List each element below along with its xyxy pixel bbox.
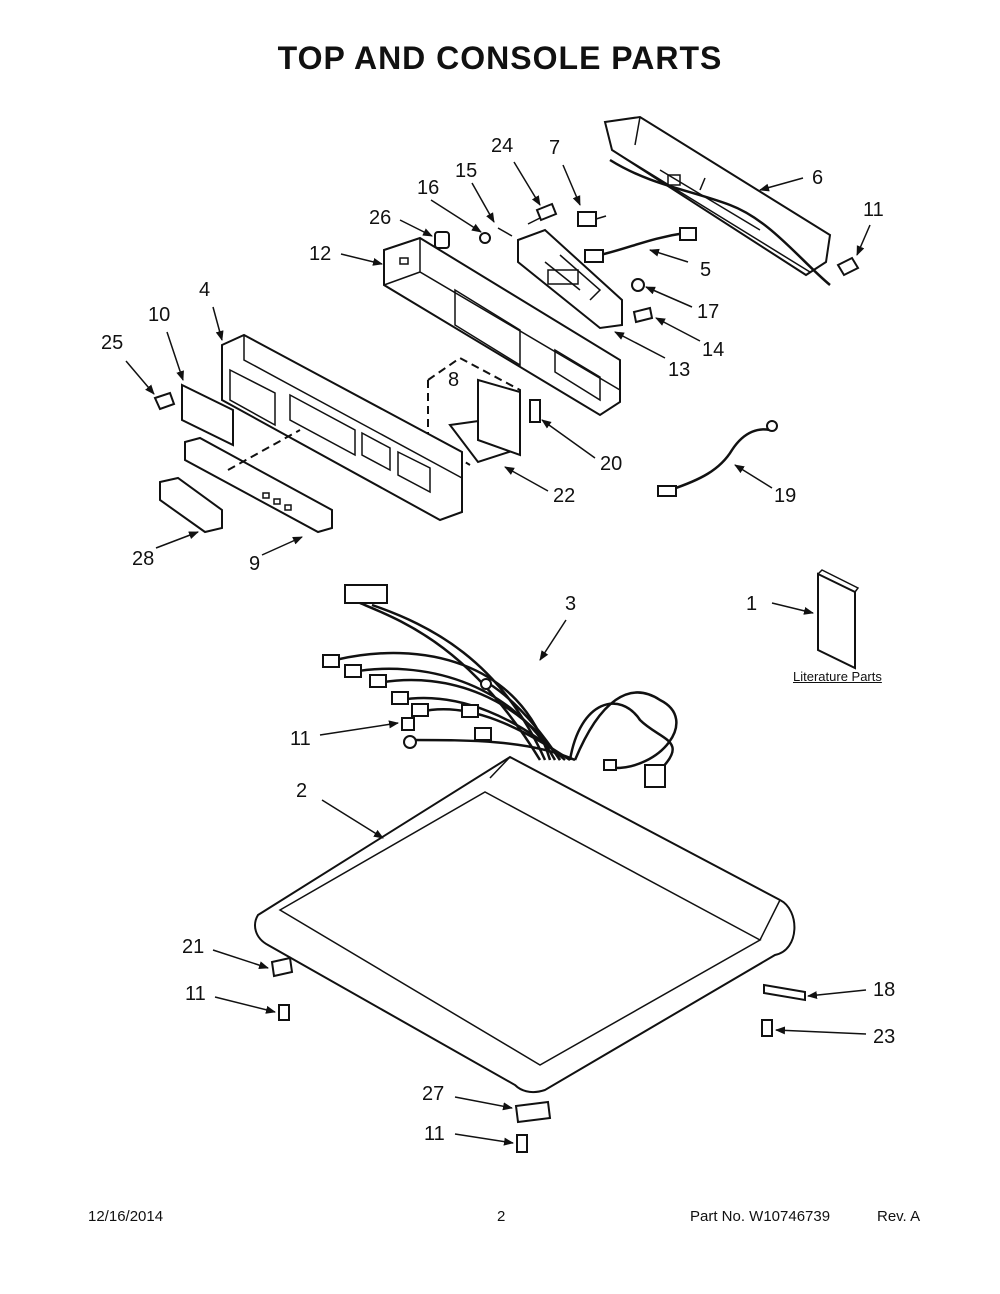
part-21-clip [529, 399, 541, 423]
leader-lines [125, 161, 871, 1146]
callout-20: 19 [774, 485, 796, 507]
callout-21: 20 [600, 453, 622, 475]
part-3-wire-harness [322, 584, 678, 788]
part-16-washer [479, 232, 491, 244]
part-7-connector [577, 211, 607, 227]
callout-14: 14 [702, 339, 724, 361]
callout-18: 18 [873, 979, 895, 1001]
callout-24: 27 [422, 1083, 444, 1105]
callout-7: 7 [549, 137, 560, 159]
part-12-console-housing [383, 236, 621, 417]
callout-12: 12 [309, 243, 331, 265]
part-5-harness [584, 227, 697, 263]
callout-6: 6 [812, 167, 823, 189]
part-14-screw [632, 306, 654, 324]
callout-11-bottom: 11 [424, 1123, 445, 1145]
callout-17: 17 [697, 301, 719, 323]
footer-date: 12/16/2014 [88, 1208, 164, 1225]
part-4-console-panel [221, 333, 463, 522]
part-24-bracket [514, 1100, 552, 1124]
footer-revision: Rev. A [877, 1208, 921, 1225]
callout-28: 28 [132, 548, 154, 570]
footer-page-number: 2 [497, 1208, 506, 1225]
part-11-screw-b [401, 717, 415, 731]
page-title: TOP AND CONSOLE PARTS [277, 40, 723, 76]
part-11-screw-d [516, 1134, 528, 1153]
part-11-screw-a [836, 256, 860, 277]
callout-16: 16 [417, 177, 439, 199]
callout-11-top: 11 [863, 199, 884, 221]
callout-9: 9 [249, 553, 260, 575]
part-1-literature [817, 569, 860, 670]
callout-4: 4 [199, 279, 210, 301]
callout-2: 2 [296, 780, 307, 802]
callout-15: 15 [455, 160, 477, 182]
part-11-screw-c [278, 1004, 290, 1021]
part-22-bracket [270, 956, 294, 978]
callout-13: 13 [668, 359, 690, 381]
callout-5: 5 [700, 259, 711, 281]
callout-27: 26 [369, 207, 391, 229]
callout-23: 22 [553, 485, 575, 507]
callout-8: 8 [448, 369, 459, 391]
footer-part-number: Part No. W10746739 [690, 1208, 831, 1225]
part-6-console-bracket [603, 115, 832, 286]
part-13-control-board [517, 228, 623, 330]
part-27-knob-shaft [434, 231, 450, 249]
callout-26: 25 [101, 332, 123, 354]
callout-3: 3 [565, 593, 576, 615]
callout-22: 21 [182, 936, 204, 958]
part-28-window [159, 476, 223, 534]
part-25-screw [527, 202, 558, 225]
literature-parts-label: Literature Parts [793, 669, 882, 684]
part-26-screw [153, 391, 176, 411]
callout-19: 23 [873, 1026, 895, 1048]
callout-10: 10 [148, 304, 170, 326]
part-10-plate [181, 383, 234, 447]
part-9-overlay [184, 436, 333, 534]
part-15-spring [497, 227, 513, 237]
part-20-ground-wire [657, 420, 778, 497]
callout-25: 24 [491, 135, 513, 157]
part-2-top-panel [254, 755, 796, 1094]
part-19-screw [761, 1019, 773, 1037]
callout-11-left: 11 [185, 983, 206, 1005]
part-18-bracket [763, 983, 806, 1002]
part-17-nut [631, 278, 645, 292]
callout-11-mid: 11 [290, 728, 311, 750]
callout-1: 1 [746, 593, 757, 615]
